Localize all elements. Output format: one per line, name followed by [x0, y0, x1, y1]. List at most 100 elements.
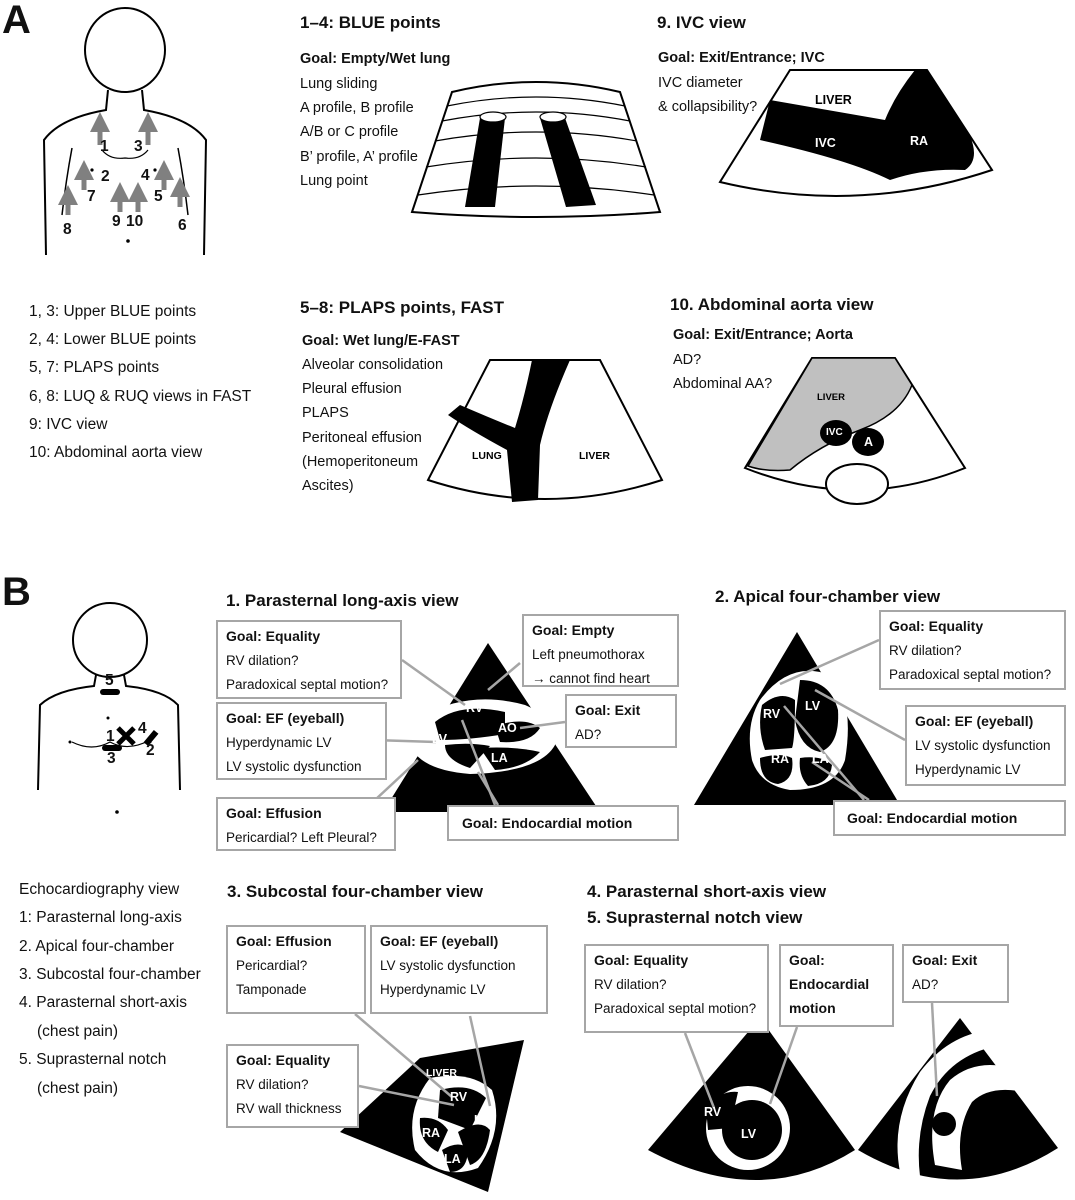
goal-line: AD?	[912, 977, 939, 992]
echo-window-markers	[68, 689, 159, 814]
legend-item: 5. Suprasternal notch	[19, 1051, 167, 1068]
suprasternal-goal-exit-box: Goal: Exit AD?	[902, 944, 1009, 1003]
goal-label: Goal: EF (eyeball)	[226, 710, 345, 726]
aorta-view-line: AD?	[673, 352, 702, 368]
ivc-sector-ra-label: RA	[910, 134, 929, 148]
goal-line: RV wall thickness	[236, 1101, 342, 1116]
aorta-sector-a-label: A	[864, 435, 874, 449]
plax-echo-sector	[383, 643, 600, 812]
psax-title: 4. Parasternal short-axis view	[587, 882, 827, 901]
body-outline-a	[42, 7, 208, 256]
psax-goal-endocardial-box: Goal: Endocardial motion	[779, 944, 894, 1027]
plaps-sector-liver-label: LIVER	[579, 450, 610, 462]
body-number-10: 10	[126, 213, 144, 230]
blue-points-line: B’ profile, A’ profile	[300, 149, 418, 165]
plax-goal-equality-box: Goal: Equality RV dilation? Paradoxical …	[216, 620, 402, 699]
goal-line: Pericardial?	[236, 958, 308, 973]
goal-label: Goal: Equality	[226, 628, 321, 644]
plaps-title: 5–8: PLAPS points, FAST	[300, 298, 505, 317]
goal-label: Goal: Effusion	[236, 933, 332, 949]
echo-window-number-2: 2	[146, 742, 155, 759]
echo-window-number-1: 1	[106, 728, 115, 745]
echo-window-number-4: 4	[138, 720, 147, 737]
goal-line: LV systolic dysfunction	[915, 738, 1051, 753]
blue-points-goal: Goal: Empty/Wet lung	[300, 51, 451, 67]
subcostal-echo-sector	[340, 1040, 524, 1192]
body-number-8: 8	[63, 221, 72, 238]
subcostal-goal-equality-box: Goal: Equality RV dilation? RV wall thic…	[226, 1044, 359, 1128]
plaps-sector-lung-label: LUNG	[472, 450, 502, 462]
goal-label: Goal: EF (eyeball)	[915, 713, 1034, 729]
body-number-4: 4	[141, 167, 150, 184]
body-number-7: 7	[87, 188, 96, 205]
goal-label: Goal: Equality	[236, 1052, 331, 1068]
goal-label: Goal: Exit	[912, 952, 978, 968]
plaps-line: Ascites)	[302, 478, 354, 494]
suprasternal-echo-sector	[858, 1018, 1058, 1180]
ivc-view-title: 9. IVC view	[657, 13, 746, 32]
plaps-line: (Hemoperitoneum	[302, 454, 419, 470]
plax-title: 1. Parasternal long-axis view	[226, 591, 459, 610]
aorta-view-goal: Goal: Exit/Entrance; Aorta	[673, 327, 853, 343]
blue-points-line: A profile, B profile	[300, 100, 414, 116]
goal-label: Goal: Equality	[889, 618, 984, 634]
legend-item: (chest pain)	[37, 1080, 118, 1097]
ivc-ultrasound-sector	[718, 69, 994, 197]
plax-rv-label: RV	[466, 701, 484, 715]
plax-goal-ef-box: Goal: EF (eyeball) Hyperdynamic LV LV sy…	[216, 702, 387, 780]
a4c-goal-equality-box: Goal: Equality RV dilation? Paradoxical …	[879, 610, 1066, 690]
goal-line: LV systolic dysfunction	[380, 958, 516, 973]
blue-lung-ultrasound-sector	[410, 81, 662, 218]
goal-line: Paradoxical septal motion?	[594, 1001, 757, 1016]
aorta-sector-liver-label: LIVER	[817, 392, 845, 403]
legend-item: 10: Abdominal aorta view	[29, 444, 203, 461]
plax-goal-endocardial-box: Goal: Endocardial motion	[447, 805, 679, 841]
body-number-3: 3	[134, 138, 143, 155]
plax-goal-effusion-box: Goal: Effusion Pericardial? Left Pleural…	[216, 797, 396, 851]
suprasternal-title: 5. Suprasternal notch view	[587, 908, 803, 927]
goal-line: AD?	[575, 727, 602, 742]
goal-label: Endocardial	[789, 976, 870, 992]
subcostal-liver-label: LIVER	[426, 1067, 457, 1079]
goal-line: Hyperdynamic LV	[380, 982, 486, 997]
echo-window-number-5: 5	[105, 672, 114, 689]
ivc-sector-liver-label: LIVER	[815, 93, 852, 107]
legend-item: 1, 3: Upper BLUE points	[29, 303, 197, 320]
subcostal-la-label: LA	[444, 1152, 461, 1166]
a4c-goal-endocardial-box: Goal: Endocardial motion	[833, 800, 1066, 836]
subcostal-rv-label: RV	[450, 1090, 468, 1104]
goal-line: Left pneumothorax	[532, 647, 645, 662]
goal-label: Goal: Endocardial motion	[462, 815, 633, 831]
goal-line: Tamponade	[236, 982, 307, 997]
goal-line: RV dilation?	[226, 653, 299, 668]
body-number-9: 9	[112, 213, 121, 230]
ivc-view-line: IVC diameter	[658, 75, 743, 91]
plax-lv-label: LV	[432, 732, 448, 746]
plaps-line: Peritoneal effusion	[302, 430, 422, 446]
plaps-ultrasound-sector	[426, 359, 664, 502]
legend-item: 9: IVC view	[29, 416, 108, 433]
legend-item: 4. Parasternal short-axis	[19, 994, 187, 1011]
goal-label: motion	[789, 1000, 836, 1016]
legend-item: 6, 8: LUQ & RUQ views in FAST	[29, 388, 252, 405]
blue-point-arrows	[58, 112, 190, 215]
psax-rv-label: RV	[704, 1105, 722, 1119]
aorta-view-line: Abdominal AA?	[673, 376, 773, 392]
legend-item: 2. Apical four-chamber	[19, 938, 175, 955]
subcostal-ra-label: RA	[422, 1126, 441, 1140]
callout-connectors	[354, 638, 939, 1109]
psax-goal-equality-box: Goal: Equality RV dilation? Paradoxical …	[584, 944, 769, 1033]
plax-ao-label: AO	[498, 721, 517, 735]
ivc-sector-ivc-label: IVC	[815, 136, 836, 150]
legend-item: 3. Subcostal four-chamber	[19, 966, 201, 983]
goal-label: Goal: Equality	[594, 952, 689, 968]
subcostal-goal-ef-box: Goal: EF (eyeball) LV systolic dysfuncti…	[370, 925, 548, 1014]
body-outline-b	[37, 602, 181, 791]
subcostal-title: 3. Subcostal four-chamber view	[227, 882, 484, 901]
blue-points-line: Lung point	[300, 173, 368, 189]
aorta-ultrasound-sector	[743, 357, 967, 505]
goal-line: Pericardial? Left Pleural?	[226, 830, 377, 845]
goal-label: Goal: EF (eyeball)	[380, 933, 499, 949]
goal-label: Goal:	[789, 952, 825, 968]
